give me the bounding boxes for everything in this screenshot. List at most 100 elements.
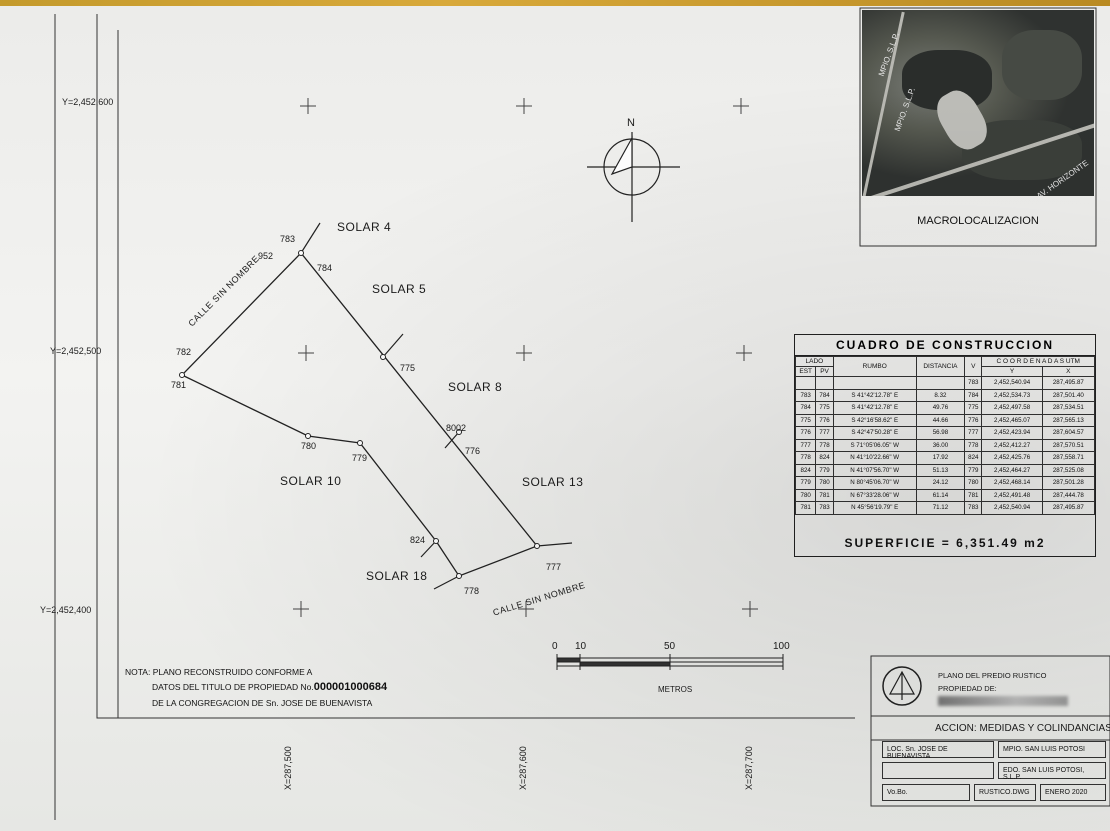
superficie-total: SUPERFICIE = 6,351.49 m2 (844, 536, 1046, 550)
point-label: 781 (171, 380, 187, 390)
cell: S 71°05'06.05" W (832, 438, 917, 452)
macro-aerial-photo: MPIO. S.L.P. MPIO. S.L.P. AV. HORIZONTE (862, 10, 1094, 196)
x-label: X=287,700 (744, 746, 754, 790)
cell: 2,452,534.73 (981, 388, 1043, 402)
cell: N 45°56'19.79" E (832, 501, 917, 515)
solar-label: SOLAR 18 (366, 569, 428, 583)
cell: 777 (794, 438, 817, 452)
vertex-marker (298, 250, 304, 256)
solar-label: SOLAR 5 (372, 282, 427, 296)
cell: 2,452,412.27 (981, 438, 1043, 452)
street-line (433, 575, 460, 590)
cell: 71.12 (915, 501, 966, 515)
boundary-solar4 (300, 222, 321, 254)
vertex-marker (456, 429, 462, 435)
y-label: Y=2,452,500 (50, 346, 102, 356)
cell: 778 (964, 438, 983, 452)
cell: 784 (815, 388, 834, 402)
cell: S 41°42'12.78" E (832, 388, 917, 402)
point-label: 778 (464, 586, 480, 596)
vertex-marker (433, 538, 439, 544)
cell: 781 (815, 488, 834, 502)
cell: 44.66 (915, 413, 966, 427)
scale-tick-label: 100 (773, 641, 790, 652)
cell: S 42°16'58.62" E (832, 413, 917, 427)
cell: 775 (794, 413, 817, 427)
y-label: Y=2,452,400 (40, 605, 92, 615)
cell: 2,452,425.76 (981, 451, 1043, 465)
point-label: 780 (301, 441, 317, 451)
cell: 287,444.78 (1041, 488, 1096, 502)
header-distancia: DISTANCIA (915, 356, 966, 377)
boundary-solar18 (420, 540, 437, 558)
cell: 287,501.40 (1041, 388, 1096, 402)
header-x: X (1041, 366, 1096, 377)
note-line1: NOTA: PLANO RECONSTRUIDO CONFORME A (125, 667, 313, 677)
point-label: 824 (410, 535, 426, 545)
cell: 287,565.13 (1041, 413, 1096, 427)
redacted-owner (938, 696, 1068, 706)
boundary-solar13 (536, 542, 573, 547)
header-v: V (964, 356, 983, 377)
x-label: X=287,500 (283, 746, 293, 790)
cell: 783 (794, 388, 817, 402)
note-line2-prefix: DATOS DEL TITULO DE PROPIEDAD No. (152, 682, 314, 692)
cell: 779 (794, 476, 817, 490)
mpio-box: MPIO. SAN LUIS POTOSI (998, 741, 1106, 758)
north-label: N (627, 117, 635, 129)
vertex-marker (534, 543, 540, 549)
cell: 8.32 (915, 388, 966, 402)
cell (832, 376, 917, 390)
note-line2: DATOS DEL TITULO DE PROPIEDAD No.0000010… (152, 681, 387, 693)
grid-cross (298, 345, 314, 361)
cell: 778 (815, 438, 834, 452)
cell: 780 (964, 476, 983, 490)
cell: 2,452,540.94 (981, 376, 1043, 390)
point-label: 782 (176, 347, 192, 357)
north-arrow-icon (587, 132, 680, 222)
cell: 776 (794, 426, 817, 440)
cell: N 80°45'06.70" W (832, 476, 917, 490)
cell: 777 (964, 426, 983, 440)
cell: 17.92 (915, 451, 966, 465)
boundary-solar5 (382, 333, 404, 358)
cell: 287,604.57 (1041, 426, 1096, 440)
blank-box (882, 762, 994, 779)
grid-cross (516, 98, 532, 114)
cell: 775 (964, 401, 983, 415)
macro-photo-label: MPIO. S.L.P. (892, 86, 917, 133)
point-label: 779 (352, 453, 368, 463)
date-box: ENERO 2020 (1040, 784, 1106, 801)
point-label: 776 (465, 446, 481, 456)
edo-box: EDO. SAN LUIS POTOSI, S.L.P. (998, 762, 1106, 781)
cell: 784 (964, 388, 983, 402)
cell: 2,452,464.27 (981, 463, 1043, 477)
solar-label: SOLAR 10 (280, 474, 342, 488)
cell: 824 (815, 451, 834, 465)
macro-caption: MACROLOCALIZACION (917, 215, 1039, 227)
cell: 779 (815, 463, 834, 477)
titleblock-frame (870, 655, 1110, 807)
scale-tick-label: 10 (575, 641, 587, 652)
cell (815, 376, 834, 390)
grid-crosses (293, 98, 758, 617)
cell: 780 (815, 476, 834, 490)
cell: N 67°33'28.06" W (832, 488, 917, 502)
cell: 24.12 (915, 476, 966, 490)
cell: 36.00 (915, 438, 966, 452)
cell: 49.76 (915, 401, 966, 415)
cell: 2,452,491.48 (981, 488, 1043, 502)
title-number: 000001000684 (313, 681, 388, 693)
cell: 776 (964, 413, 983, 427)
cell: 56.98 (915, 426, 966, 440)
cell: 783 (964, 501, 983, 515)
y-label: Y=2,452,600 (62, 97, 114, 107)
cell: 775 (815, 401, 834, 415)
header-pv: PV (815, 366, 834, 377)
cell: 2,452,540.94 (981, 501, 1043, 515)
